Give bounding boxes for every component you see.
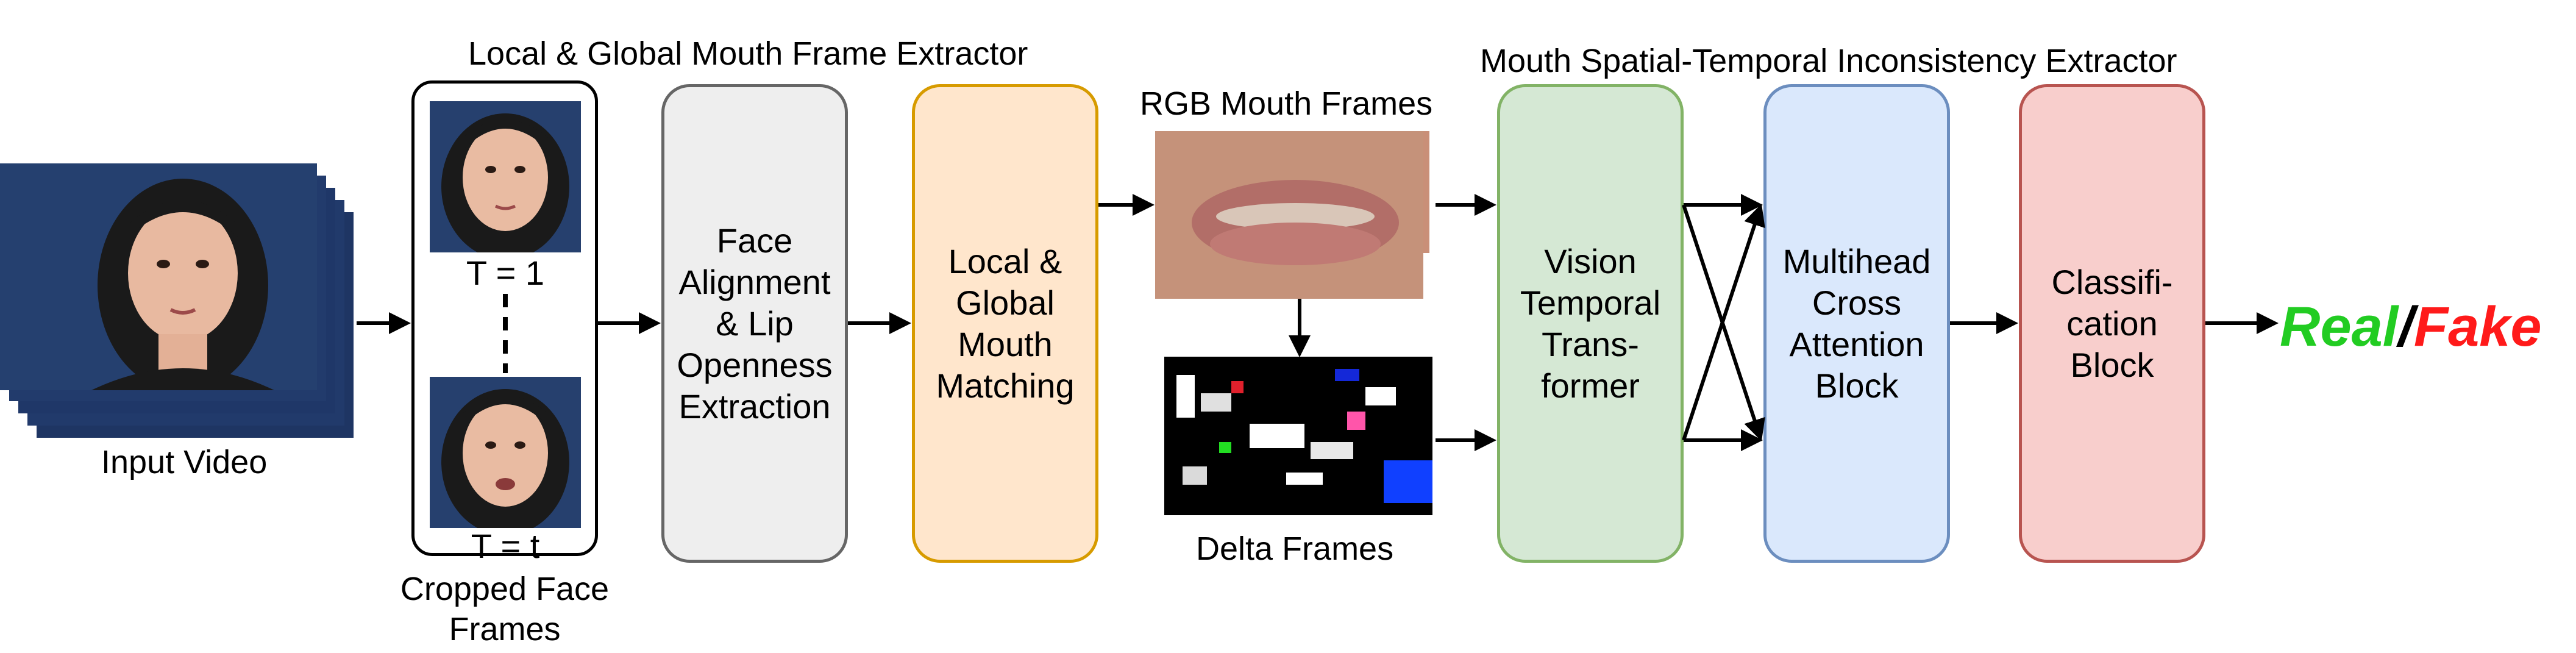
delta-frame	[1164, 357, 1432, 515]
face-alignment-block: Face Alignment & Lip Openness Extraction	[661, 84, 848, 563]
vtt-label: Vision Temporal Trans- former	[1520, 241, 1661, 405]
cropped-label-line1: Cropped Face	[400, 571, 610, 607]
input-video-stack	[0, 157, 360, 438]
arrow-cross-top-to-bottom	[1682, 204, 1765, 441]
rgb-frames-label: RGB Mouth Frames	[1140, 85, 1433, 122]
delta-frames-label: Delta Frames	[1196, 530, 1394, 567]
mouth-matching-label: Local & Global Mouth Matching	[936, 241, 1075, 405]
input-video-label: Input Video	[101, 444, 268, 480]
cropped-label-line2: Frames	[449, 611, 561, 648]
result-label: Real/Fake	[2280, 296, 2542, 357]
arrow-cross-bottom-to-top	[1682, 204, 1765, 441]
rgb-mouth-frame	[1155, 131, 1423, 299]
classification-label: Classifi- cation Block	[2051, 262, 2173, 384]
multihead-cross-attention-block: Multihead Cross Attention Block	[1763, 84, 1950, 563]
mouth-matching-block: Local & Global Mouth Matching	[912, 84, 1098, 563]
spatial-temporal-extractor-title: Mouth Spatial-Temporal Inconsistency Ext…	[1480, 43, 2177, 79]
slash-label: /	[2398, 296, 2414, 358]
real-label: Real	[2280, 296, 2399, 358]
input-video-frame	[0, 163, 317, 390]
t1-label: T = 1	[466, 254, 545, 292]
classification-block: Classifi- cation Block	[2019, 84, 2205, 563]
vision-temporal-transformer-block: Vision Temporal Trans- former	[1497, 84, 1684, 563]
rgb-mouth-frames-stack	[1155, 131, 1436, 302]
face-alignment-label: Face Alignment & Lip Openness Extraction	[677, 221, 833, 426]
tt-label: T = t	[471, 527, 540, 565]
cropped-face-tt	[430, 377, 581, 528]
local-global-extractor-title: Local & Global Mouth Frame Extractor	[468, 35, 1028, 72]
delta-frames-stack	[1164, 357, 1436, 515]
cropped-face-t1	[430, 101, 581, 252]
mhca-label: Multihead Cross Attention Block	[1782, 241, 1931, 405]
fake-label: Fake	[2413, 296, 2542, 358]
cropped-faces-container	[411, 80, 598, 556]
